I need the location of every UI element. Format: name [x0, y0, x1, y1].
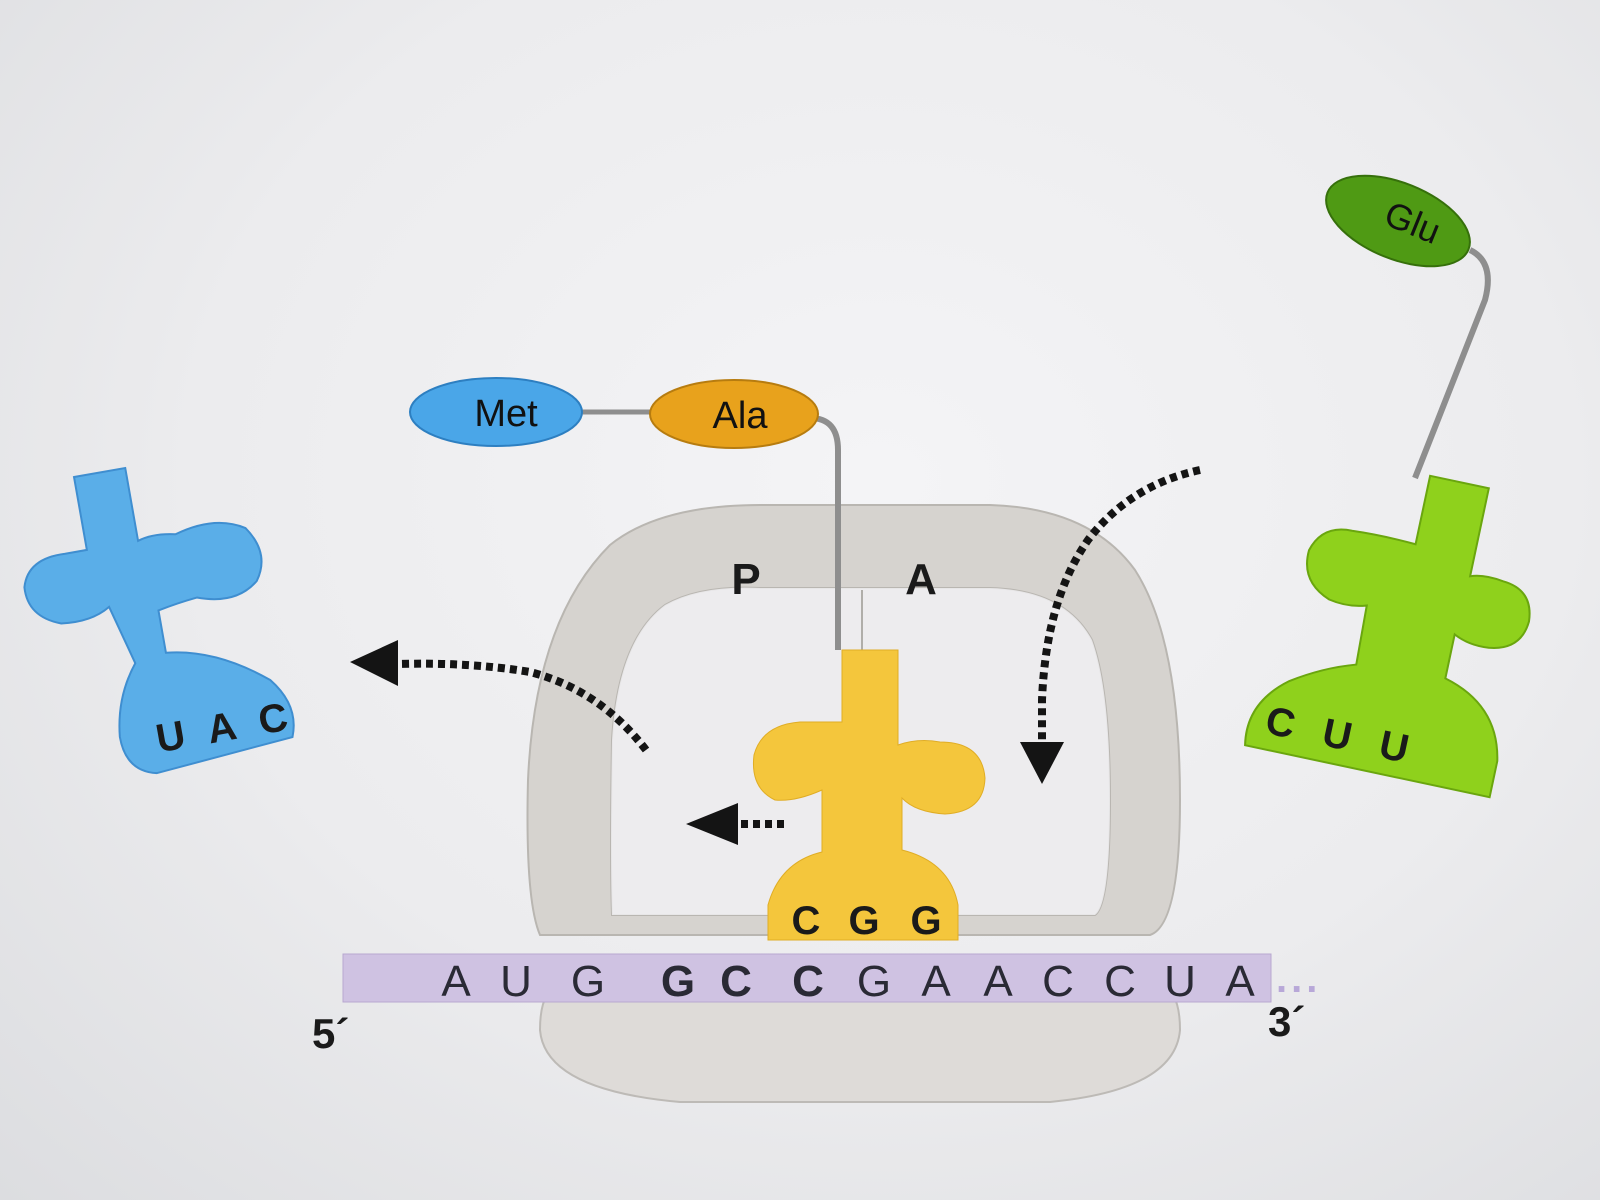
exit-arrow — [350, 640, 650, 753]
small-ribosomal-subunit — [538, 984, 1182, 1103]
glu-trna-linker — [1412, 247, 1491, 480]
mrna-nucleotide: A — [1225, 957, 1255, 1006]
mrna-nucleotide: C — [720, 957, 752, 1006]
ala-label: Ala — [713, 395, 769, 437]
glu-amino-acid: Glu — [1325, 174, 1471, 268]
p-site-trna-anticodon-3: G — [910, 899, 941, 943]
p-site-trna-anticodon-2: G — [848, 899, 879, 943]
mrna-nucleotide: G — [571, 957, 605, 1006]
mrna-ellipsis: ... — [1276, 957, 1321, 1001]
five-prime-label: 5´ — [312, 1010, 349, 1057]
mrna-nucleotide: C — [1042, 957, 1074, 1006]
mrna-nucleotide: G — [661, 957, 695, 1006]
three-prime-label: 3´ — [1268, 998, 1305, 1045]
mrna-nucleotide: A — [983, 957, 1013, 1006]
p-site-trna-anticodon-1: C — [792, 899, 821, 943]
mrna-nucleotide: C — [1104, 957, 1136, 1006]
mrna-nucleotide: C — [792, 957, 824, 1006]
mrna-nucleotide: A — [441, 957, 471, 1006]
translocation-arrow — [686, 803, 784, 845]
exiting-trna: U A C — [23, 466, 295, 775]
p-site-label: P — [731, 555, 760, 604]
p-site-trna: C G G — [752, 649, 986, 943]
incoming-trna: C U U — [1244, 474, 1531, 799]
a-site-label: A — [905, 555, 937, 604]
ala-amino-acid: Ala — [649, 379, 819, 449]
mrna-nucleotide: U — [500, 957, 532, 1006]
met-amino-acid: Met — [409, 377, 583, 447]
entry-arrow — [1020, 466, 1201, 784]
met-label: Met — [474, 393, 538, 435]
mrna-nucleotide: G — [857, 957, 891, 1006]
mrna-nucleotide: A — [921, 957, 951, 1006]
mrna-nucleotide: U — [1164, 957, 1196, 1006]
